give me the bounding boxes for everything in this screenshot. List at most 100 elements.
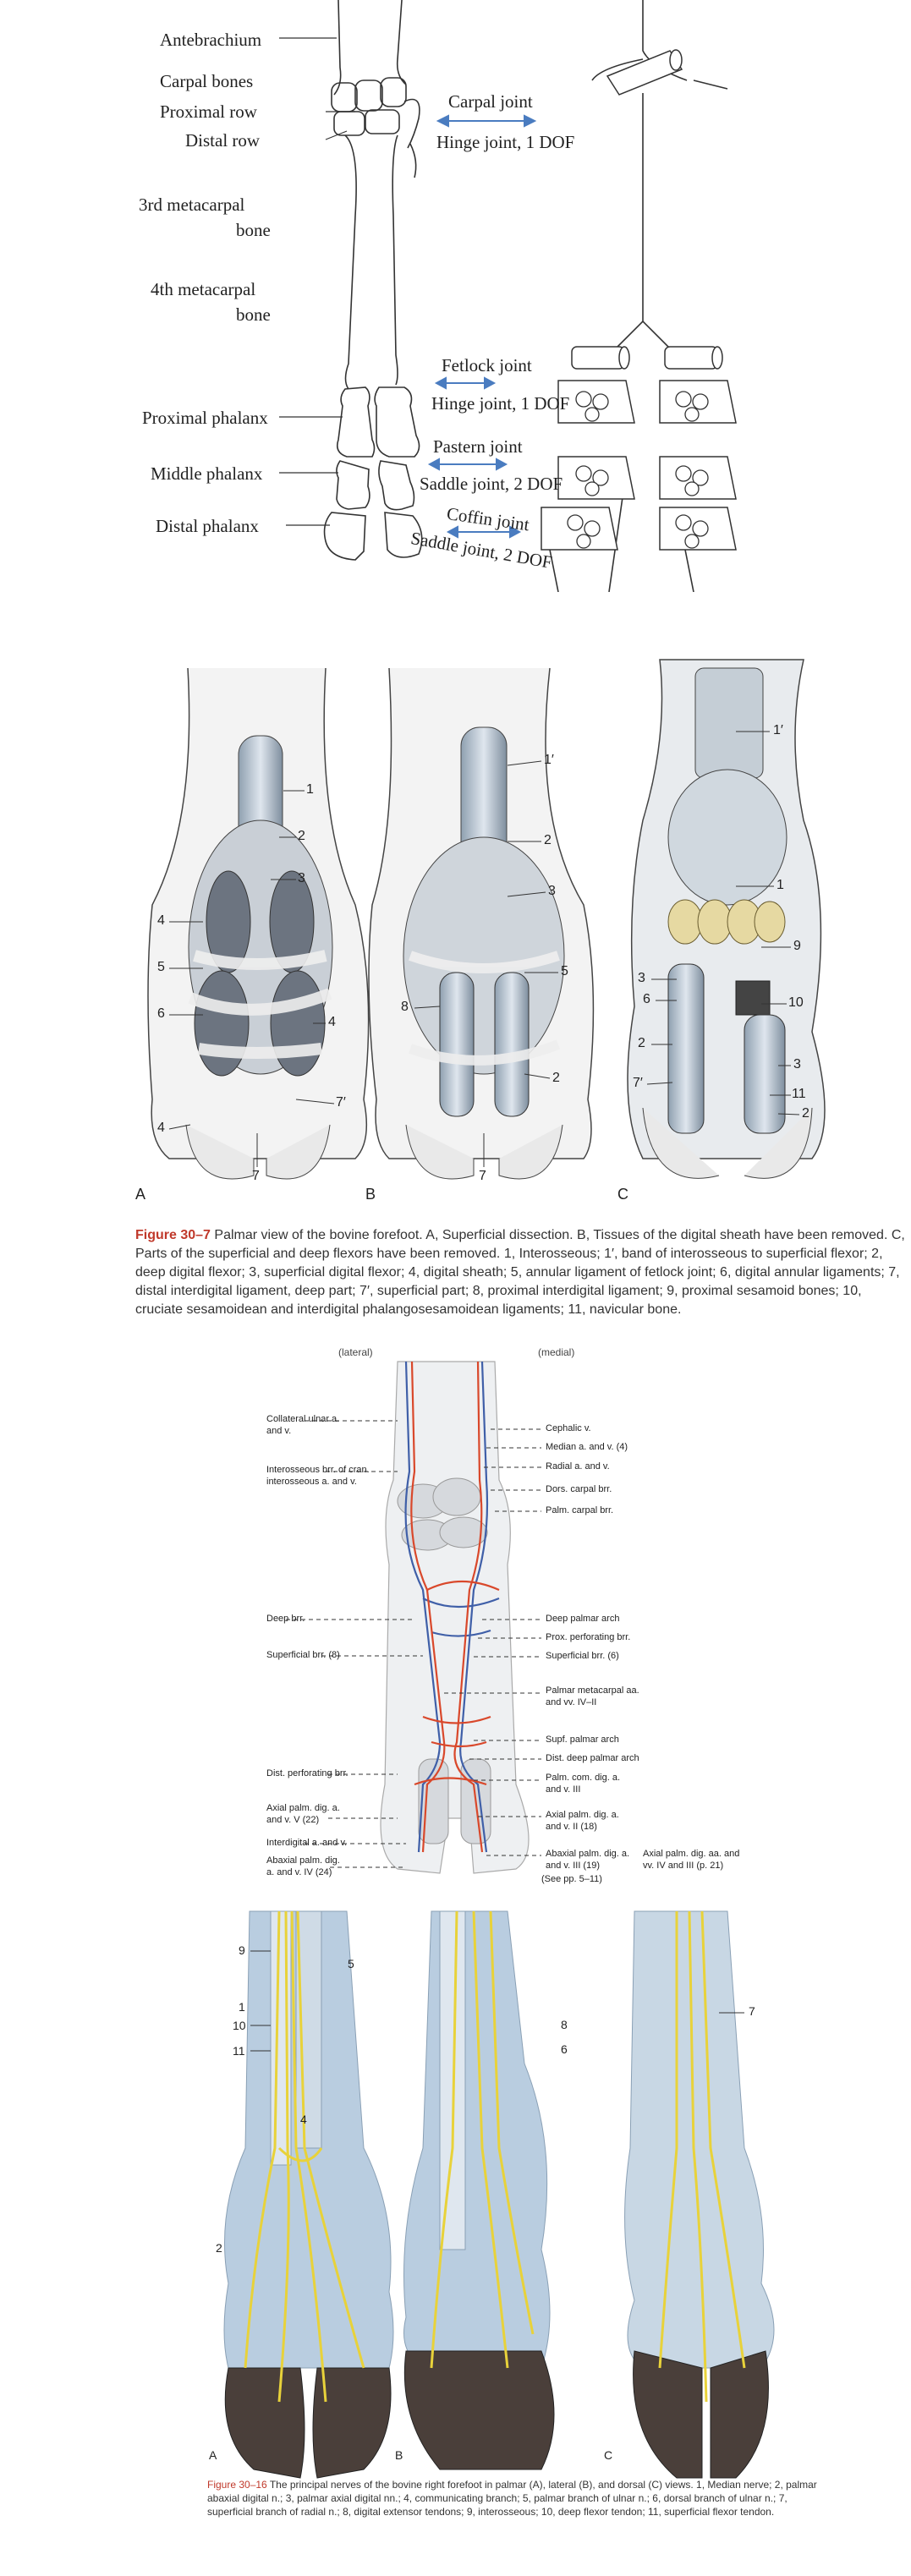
fig3016-num-5: 5 — [348, 1957, 354, 1970]
pastern-joint-type: Saddle joint, 2 DOF — [420, 474, 563, 494]
label-3rd-metacarpal-bone: bone — [236, 220, 271, 240]
fig307-a-num-7prime: 7′ — [336, 1095, 346, 1110]
vessel-label-left-2: Interosseous brr. of cran. — [266, 1465, 370, 1475]
panel-b-drawing — [368, 667, 595, 1180]
fig307-a-num-1: 1 — [306, 782, 314, 797]
vessel-label-right-14: Axial palm. dig. a. — [546, 1810, 619, 1820]
fig3016-caption-text: The principal nerves of the bovine right… — [207, 2479, 817, 2518]
label-3rd-metacarpal: 3rd metacarpal — [139, 195, 245, 215]
fig3016-letter-b: B — [395, 2448, 403, 2462]
fig3016-panel-c-drawing — [624, 1910, 775, 2479]
fetlock-joint-name: Fetlock joint — [442, 355, 532, 375]
vessels-header-lateral: (lateral) — [338, 1346, 373, 1358]
vessel-label-right-5: Deep palmar arch — [546, 1614, 620, 1624]
fetlock-joint-type: Hinge joint, 1 DOF — [431, 393, 570, 414]
vessel-label-right-11: Dist. deep palmar arch — [546, 1753, 639, 1763]
label-4th-metacarpal-bone: bone — [236, 304, 271, 325]
vessel-label-right-0: Cephalic v. — [546, 1423, 591, 1433]
fig3016-panel-a-drawing — [223, 1910, 394, 2479]
fig307-c-num-7prime: 7′ — [633, 1076, 643, 1090]
vessel-label-left-11: a. and v. IV (24) — [266, 1867, 332, 1877]
figure-30-16: 9 1 10 11 4 2 5 8 6 7 A B C Figure 30–16… — [0, 1894, 911, 2576]
vessel-label-right-10: Supf. palmar arch — [546, 1735, 619, 1745]
fig3016-num-1: 1 — [239, 2000, 245, 2014]
fig3016-num-10: 10 — [233, 2019, 246, 2032]
fig307-caption: Figure 30–7 Palmar view of the bovine fo… — [135, 1226, 905, 1319]
vessel-label-right-17: and v. III (19) — [546, 1861, 600, 1871]
label-proximal-phalanx: Proximal phalanx — [142, 408, 268, 428]
label-4th-metacarpal: 4th metacarpal — [151, 279, 256, 299]
fig307-c-num-9: 9 — [793, 939, 801, 953]
joint-diagram-drawing — [279, 0, 737, 592]
label-distal-row: Distal row — [185, 130, 261, 151]
vessel-label-left-6: Dist. perforating brr. — [266, 1768, 348, 1779]
vessel-label-left-8: and v. V (22) — [266, 1815, 320, 1825]
vessel-label-left-5: Superficial brr. (8) — [266, 1650, 340, 1660]
fig307-c-num-10: 10 — [788, 995, 804, 1010]
fig307-letter-a: A — [135, 1186, 146, 1203]
figure-30-7-drawing — [147, 659, 826, 1180]
fig307-c-num-3-right: 3 — [793, 1057, 801, 1072]
carpal-joint-type: Hinge joint, 1 DOF — [436, 132, 575, 152]
fig3016-num-11: 11 — [233, 2044, 245, 2058]
fig307-a-num-4-lower: 4 — [157, 1121, 165, 1135]
fig307-a-num-3: 3 — [298, 871, 305, 885]
fig3016-letter-a: A — [209, 2448, 217, 2462]
vessels-figure: (lateral) (medial) Collateral ulnar a. a… — [0, 1345, 911, 1886]
fig3016-num-9: 9 — [239, 1943, 245, 1957]
label-distal-phalanx: Distal phalanx — [156, 516, 259, 536]
label-antebrachium: Antebrachium — [160, 30, 262, 50]
joint-diagram: Antebrachium Carpal bones Proximal row D… — [0, 0, 911, 592]
fig307-a-num-4-right: 4 — [328, 1015, 336, 1029]
vessel-label-right-2: Radial a. and v. — [546, 1461, 610, 1472]
pastern-joint-name: Pastern joint — [433, 436, 523, 457]
vessel-label-right-7: Superficial brr. (6) — [546, 1651, 619, 1661]
fig3016-panel-b-drawing — [403, 1910, 555, 2470]
fig307-a-num-2: 2 — [298, 829, 305, 843]
fig307-b-num-7: 7 — [479, 1169, 486, 1183]
fig307-b-num-2: 2 — [544, 833, 552, 847]
vessel-label-left-3: interosseous a. and v. — [266, 1477, 357, 1487]
vessel-label-right-6: Prox. perforating brr. — [546, 1632, 631, 1642]
panel-a-drawing — [147, 667, 370, 1180]
fig307-caption-text: Palmar view of the bovine forefoot. A, S… — [135, 1228, 905, 1317]
fig307-c-num-1prime: 1′ — [773, 723, 783, 737]
vessel-label-right-16: Abaxial palm. dig. a. — [546, 1849, 630, 1859]
vessel-label-left-4: Deep brr. — [266, 1614, 305, 1624]
vessel-label-right-1: Median a. and v. (4) — [546, 1442, 628, 1452]
panel-c-drawing — [627, 659, 826, 1179]
fig307-c-num-3-upper: 3 — [638, 971, 645, 985]
vessel-see-pages: (See pp. 5–11) — [541, 1874, 602, 1884]
vessels-header-medial: (medial) — [538, 1346, 575, 1358]
vessel-label-right-13: and v. III — [546, 1784, 581, 1795]
fig3016-num-2: 2 — [216, 2241, 222, 2255]
fig307-a-num-4-upper: 4 — [157, 913, 165, 928]
fig307-caption-number: Figure 30–7 — [135, 1228, 211, 1242]
label-carpal-bones: Carpal bones — [160, 71, 254, 91]
label-proximal-row: Proximal row — [160, 101, 257, 122]
fig307-c-num-2-lower: 2 — [802, 1106, 809, 1121]
fig307-letter-b: B — [365, 1186, 376, 1203]
fig307-b-num-1prime: 1′ — [544, 753, 554, 767]
vessel-label-left-1: and v. — [266, 1426, 292, 1436]
fig3016-num-8: 8 — [561, 2018, 568, 2031]
figure-30-16-drawing — [223, 1910, 775, 2479]
vessel-label-right-15: and v. II (18) — [546, 1822, 597, 1832]
vessels-drawing — [286, 1361, 541, 1874]
vessel-label-right-3: Dors. carpal brr. — [546, 1484, 612, 1494]
vessel-label-left-10: Abaxial palm. dig. — [266, 1855, 340, 1866]
vessel-label-left-0: Collateral ulnar a. — [266, 1414, 340, 1424]
fig307-a-num-7: 7 — [252, 1169, 260, 1183]
fig3016-letter-c: C — [604, 2448, 613, 2462]
fig307-c-num-6: 6 — [643, 992, 650, 1006]
fig307-a-num-5: 5 — [157, 960, 165, 974]
fig307-b-num-2-lower: 2 — [552, 1071, 560, 1085]
vessel-label-left-9: Interdigital a. and v. — [266, 1838, 348, 1848]
fig307-b-num-5: 5 — [561, 964, 568, 978]
fig307-c-num-2-upper: 2 — [638, 1036, 645, 1050]
fig3016-caption-number: Figure 30–16 — [207, 2479, 267, 2491]
fig307-b-num-3: 3 — [548, 884, 556, 898]
fig3016-num-4: 4 — [300, 2113, 307, 2126]
vessel-label-right-4: Palm. carpal brr. — [546, 1505, 614, 1515]
fig307-b-num-8: 8 — [401, 1000, 409, 1014]
